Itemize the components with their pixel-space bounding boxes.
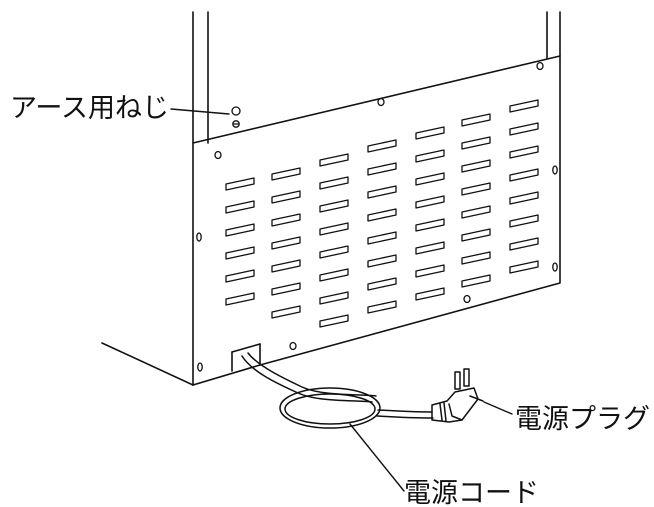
vent-slot [319,314,349,328]
vent-slot [415,126,445,140]
vent-slot [415,264,445,278]
vent-slot [509,191,539,205]
vent-slot [415,241,445,255]
vent-slot [271,167,301,181]
rear-panel [192,55,561,386]
vent-slot [367,208,397,222]
power-cord [241,352,434,429]
vent-slot [509,99,539,113]
vent-slot [509,145,539,159]
vent-slot [461,228,491,242]
vent-slot [415,149,445,163]
vent-slot [225,223,255,237]
vent-slot [461,274,491,288]
vent-slot [225,246,255,260]
leader-lines [170,108,513,492]
vent-slot [367,185,397,199]
vent-slot [461,182,491,196]
vent-slot [225,177,255,191]
vent-slot [367,162,397,176]
power-cord-label: 電源コード [404,478,539,507]
vent-slot [415,287,445,301]
vent-slot [367,139,397,153]
vent-slot [319,245,349,259]
vent-slot [319,176,349,190]
vent-slot [509,122,539,136]
vent-slot [271,305,301,319]
vent-slot [271,282,301,296]
vent-slot [271,190,301,204]
panel-holes [196,61,558,372]
vent-slot [461,251,491,265]
power-plug-label: 電源プラグ [515,404,650,435]
vent-slot [319,268,349,282]
vent-slot [415,218,445,232]
vent-slot [225,269,255,283]
cabinet-outline [101,11,561,386]
vent-slot [319,153,349,167]
vent-slot [367,231,397,245]
vent-slot [509,260,539,274]
vent-slot [461,159,491,173]
vent-slot [461,205,491,219]
vent-slot [461,113,491,127]
vent-slot [271,213,301,227]
power-plug-icon [431,368,484,423]
earth-screw-label: アース用ねじ [10,93,169,124]
vent-slot [461,136,491,150]
vent-slot [367,277,397,291]
vent-slot [319,291,349,305]
vent-slot [509,168,539,182]
vent-slot [367,300,397,314]
vent-slot [367,254,397,268]
vent-slot [509,237,539,251]
vent-slot [271,236,301,250]
ventilation-slots [225,99,539,328]
vent-slot [415,195,445,209]
vent-slot [225,200,255,214]
vent-slot [415,172,445,186]
vent-slot [271,259,301,273]
vent-slot [319,199,349,213]
vent-slot [509,214,539,228]
vent-slot [225,292,255,306]
vent-slot [319,222,349,236]
earth-screw-icon [231,106,241,128]
